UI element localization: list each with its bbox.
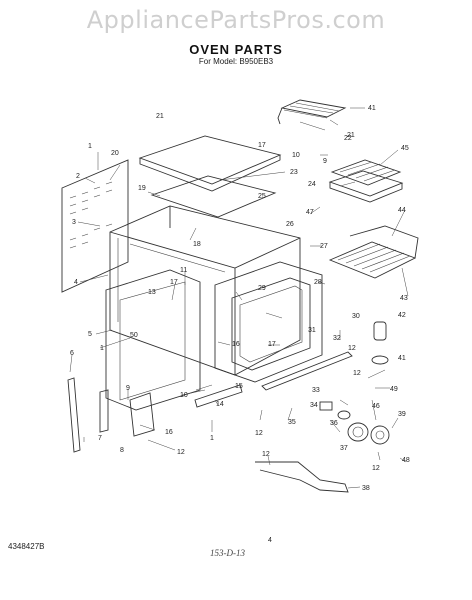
callout-32: 32 xyxy=(333,335,341,342)
callout-17-top: 17 xyxy=(258,142,266,149)
callout-1-mid: 1 xyxy=(100,345,104,352)
callout-45: 45 xyxy=(401,145,409,152)
side-panel-louvered xyxy=(61,159,129,293)
callout-5: 5 xyxy=(88,331,92,338)
callout-17-mid: 17 xyxy=(170,279,178,286)
insulation-pad xyxy=(150,175,277,218)
callout-34: 34 xyxy=(310,402,318,409)
callout-3: 3 xyxy=(72,219,76,226)
callout-10-bot: 10 xyxy=(180,392,188,399)
callout-22-right: 22 xyxy=(344,135,352,142)
callout-12-d: 12 xyxy=(372,465,380,472)
callout-23: 23 xyxy=(290,169,298,176)
callout-28: 28 xyxy=(314,279,322,286)
page-number: 4 xyxy=(268,537,272,544)
handwritten-code: 153-D-13 xyxy=(210,548,245,558)
callout-35: 35 xyxy=(288,419,296,426)
diagram-subtitle: For Model: B950EB3 xyxy=(198,57,274,66)
callout-20: 20 xyxy=(111,150,119,157)
callout-43: 43 xyxy=(400,295,408,302)
callout-2: 2 xyxy=(76,173,80,180)
lamp-assembly xyxy=(371,321,389,365)
callout-33: 33 xyxy=(312,387,320,394)
spring-rod xyxy=(67,377,109,453)
callout-8: 8 xyxy=(120,447,124,454)
callout-12-f: 12 xyxy=(177,449,185,456)
callout-27: 27 xyxy=(320,243,328,250)
callout-44: 44 xyxy=(398,207,406,214)
callout-14: 14 xyxy=(216,401,224,408)
callout-labels: 41 21 17 22 10 9 45 23 24 44 43 42 41 30… xyxy=(70,105,410,492)
callout-21-top: 21 xyxy=(156,113,164,120)
front-frame-panel xyxy=(105,269,201,411)
callout-49: 49 xyxy=(390,386,398,393)
callout-38: 38 xyxy=(362,485,370,492)
callout-21-right: 21 xyxy=(347,132,355,139)
callout-7: 7 xyxy=(98,435,102,442)
callout-46: 46 xyxy=(372,403,380,410)
oven-body xyxy=(109,205,301,376)
callout-9-bot: 9 xyxy=(126,385,130,392)
callout-41-lamp: 41 xyxy=(398,355,406,362)
hinge-bracket xyxy=(129,392,155,437)
leader-lines xyxy=(69,107,409,489)
document-number: 4348427B xyxy=(8,542,45,551)
callout-37: 37 xyxy=(340,445,348,452)
callout-26: 26 xyxy=(286,221,294,228)
callout-17-door: 17 xyxy=(268,341,276,348)
callout-12-e: 12 xyxy=(262,451,270,458)
callout-11: 11 xyxy=(180,267,187,274)
oven-liner xyxy=(214,261,323,383)
diagram-title: OVEN PARTS xyxy=(189,42,283,57)
callout-25: 25 xyxy=(258,193,266,200)
broil-element xyxy=(277,99,347,125)
callout-19: 19 xyxy=(138,185,146,192)
callout-42: 42 xyxy=(398,312,406,319)
callout-12-b: 12 xyxy=(353,370,361,377)
callout-1-top: 1 xyxy=(88,143,92,150)
callout-12-c: 12 xyxy=(255,430,263,437)
callout-16-mid: 16 xyxy=(232,341,240,348)
callout-4: 4 xyxy=(74,279,78,286)
bake-element xyxy=(255,461,349,493)
callout-1-bot: 1 xyxy=(210,435,214,442)
callout-12-a: 12 xyxy=(348,345,356,352)
callout-36: 36 xyxy=(330,420,338,427)
callout-39: 39 xyxy=(398,411,406,418)
callout-9-top: 9 xyxy=(323,158,327,165)
bottom-rail xyxy=(194,384,243,408)
callout-18: 18 xyxy=(193,241,201,248)
callout-47: 47 xyxy=(306,209,314,216)
callout-16-bot: 16 xyxy=(165,429,173,436)
top-panel xyxy=(138,135,282,192)
callout-15: 15 xyxy=(235,383,243,390)
callout-30: 30 xyxy=(352,313,360,320)
callout-6: 6 xyxy=(70,350,74,357)
callout-13: 13 xyxy=(148,289,156,296)
oven-rack xyxy=(328,225,419,279)
knob-set xyxy=(319,401,390,445)
callout-10-top: 10 xyxy=(292,152,300,159)
callout-50: 50 xyxy=(130,332,138,339)
callout-31: 31 xyxy=(308,327,316,334)
broil-pan-grid xyxy=(328,159,404,203)
door-gasket-strip xyxy=(261,351,353,391)
callout-41-top: 41 xyxy=(368,105,376,112)
watermark-text: AppliancePartsPros.com xyxy=(86,6,386,34)
callout-48: 48 xyxy=(402,457,410,464)
callout-24: 24 xyxy=(308,181,316,188)
callout-29: 29 xyxy=(258,285,266,292)
